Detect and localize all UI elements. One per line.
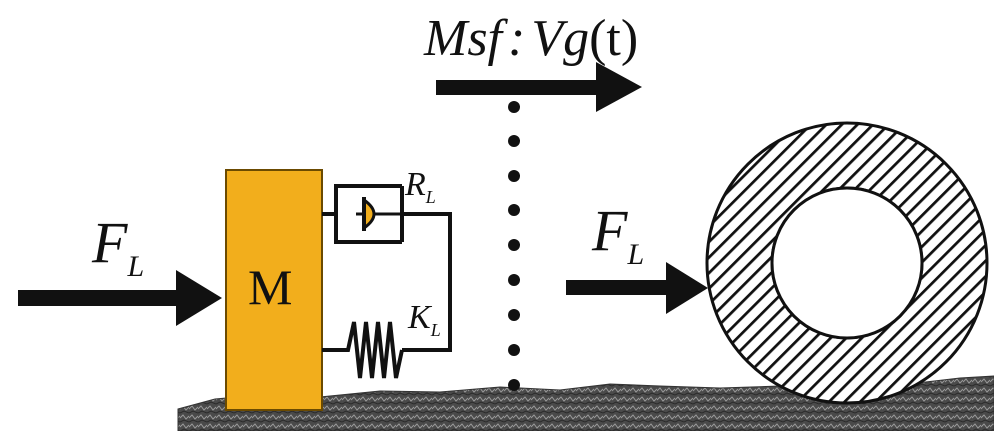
spring-label: KL — [407, 299, 441, 340]
mass-label: M — [248, 259, 292, 315]
source-label: Msf:Vg(t) — [423, 10, 638, 67]
right-force-arrow — [566, 262, 708, 314]
source-arrow — [436, 62, 642, 112]
damper-label: RL — [404, 166, 436, 207]
tire-hub — [770, 186, 924, 340]
left-force-label: FL — [91, 210, 144, 283]
left-force-arrow — [18, 270, 222, 326]
dotted-line — [508, 101, 520, 391]
connector-line — [402, 212, 452, 352]
right-force-label: FL — [591, 198, 644, 271]
mass-block — [225, 169, 323, 411]
spring — [322, 321, 404, 379]
